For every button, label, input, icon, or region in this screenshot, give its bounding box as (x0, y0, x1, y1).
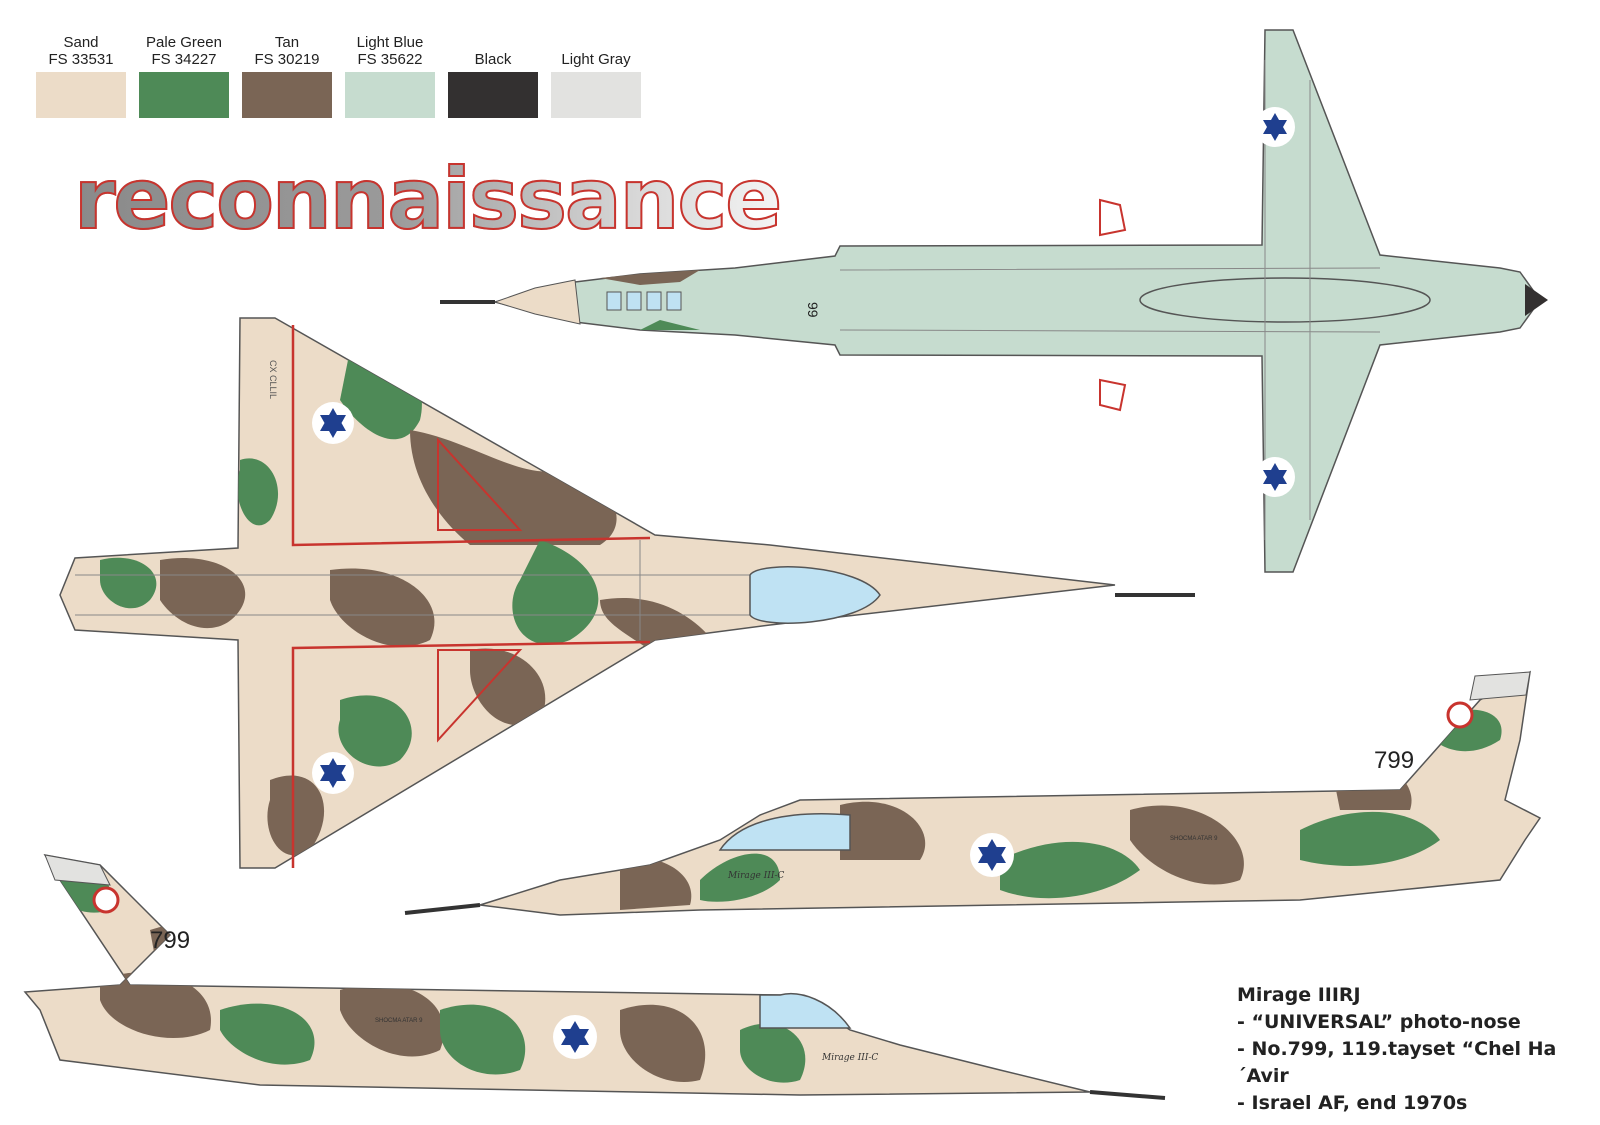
camo-green-patch (1000, 841, 1140, 899)
serial-number: 799 (1374, 747, 1414, 774)
flap-outline (437, 437, 523, 743)
canopy (718, 813, 851, 851)
swatch-name: Black (474, 51, 512, 68)
fuselage-text: SHOCMA ATAR 9 (375, 1018, 423, 1024)
caption-line-4: - Israel AF, end 1970s (1237, 1092, 1468, 1114)
nose-text: Mirage III-C (821, 1053, 878, 1063)
squadron-badge (92, 886, 120, 914)
canopy (759, 993, 852, 1029)
side-view-left: 799 Mirage III-C SHOCMA ATAR 9 (23, 853, 1166, 1100)
camera-window (626, 291, 642, 311)
camo-tan-patch (840, 801, 926, 860)
swatch-light-gray-color (551, 72, 641, 118)
star-of-david-icon (978, 839, 1006, 871)
swatch-light-gray: Light Gray (551, 32, 641, 118)
camo-green-patch (440, 1004, 526, 1075)
camo-tan-patch (100, 972, 211, 1039)
swatch-name: Light Blue (356, 34, 424, 51)
caption-line-1: Mirage IIIRJ (1237, 984, 1361, 1006)
fin-tip-gray (1469, 671, 1531, 701)
swatch-tan-color (242, 72, 332, 118)
camo-patch (640, 320, 700, 330)
swatch-code: FS 33531 (48, 51, 114, 68)
wing-walk-text: CX CLLIL (268, 360, 278, 399)
swatch-black-color (448, 72, 538, 118)
star-of-david-icon (320, 408, 346, 438)
canopy (749, 566, 881, 624)
camo-green-patch (237, 458, 279, 526)
aircraft-caption: Mirage IIIRJ - “UNIVERSAL” photo-nose - … (1237, 982, 1600, 1117)
top-view: CX CLLIL (59, 317, 1195, 869)
fin-tip-gray (44, 854, 111, 886)
camo-green-patch (740, 1023, 806, 1083)
camo-green-patch (338, 695, 412, 767)
squadron-badge (1446, 701, 1474, 729)
centerline-tank (1139, 277, 1431, 323)
nose-probe (404, 903, 481, 915)
camera-window (606, 291, 622, 311)
underside-view: 99 (440, 29, 1548, 573)
camo-green-patch (220, 1003, 315, 1065)
gear-door-red (1099, 198, 1127, 412)
camo-tan-patch (160, 558, 246, 629)
camo-tan-patch (330, 568, 435, 647)
panel-line (839, 60, 1381, 540)
nose-probe (1089, 1090, 1166, 1100)
camo-green-patch (1300, 811, 1440, 866)
side-view-right: 799 Mirage III-C SHOCMA ATAR 9 (404, 670, 1542, 916)
camo-tan-patch (340, 983, 444, 1057)
page-title: reconnaissance (73, 149, 783, 249)
swatch-code: FS 35622 (357, 51, 423, 68)
star-of-david-icon (1263, 113, 1287, 141)
swatch-pale-green-color (139, 72, 229, 118)
camo-tan-patch (410, 430, 617, 545)
swatch-code: FS 34227 (151, 51, 217, 68)
camo-tan-patch (620, 1004, 706, 1082)
star-of-david-icon (561, 1021, 589, 1053)
camo-green-patch (512, 540, 599, 645)
swatch-black: Black (448, 32, 538, 118)
star-of-david-icon (320, 758, 346, 788)
camera-window (666, 291, 682, 311)
nose-cone-sand (493, 279, 581, 325)
camo-tan-patch (620, 857, 692, 910)
wing-walk-outline (291, 325, 651, 868)
caption-line-3: - No.799, 119.tayset “Chel Ha´Avir (1237, 1038, 1557, 1087)
swatch-name: Tan (274, 34, 300, 51)
camera-window (646, 291, 662, 311)
camo-tan-patch (267, 775, 325, 856)
camo-patch (600, 270, 700, 285)
camo-green-patch (700, 853, 780, 902)
panel-line (75, 540, 770, 640)
fuselage-text: SHOCMA ATAR 9 (1170, 836, 1218, 842)
swatch-light-blue-color (345, 72, 435, 118)
swatch-name: Sand (63, 34, 99, 51)
swatch-code: FS 30219 (254, 51, 320, 68)
camo-green-patch (100, 557, 157, 609)
side-outline (479, 670, 1542, 916)
serial-number: 799 (150, 927, 190, 954)
caption-line-2: - “UNIVERSAL” photo-nose (1237, 1011, 1521, 1033)
nose-text: Mirage III-C (727, 871, 784, 881)
exhaust-nozzle (1525, 284, 1548, 316)
swatch-name: Pale Green (146, 34, 222, 51)
swatch-sand-color (36, 72, 126, 118)
star-of-david-icon (1263, 463, 1287, 491)
camo-tan-patch (470, 648, 546, 726)
underside-code: 99 (805, 302, 821, 318)
swatch-name: Light Gray (561, 51, 631, 68)
camo-tan-patch (1130, 805, 1244, 885)
